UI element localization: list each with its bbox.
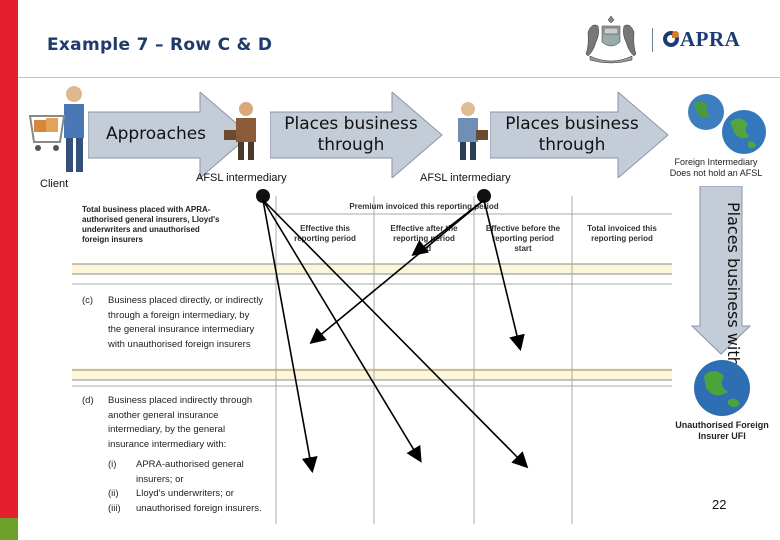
- row-d-i-line: insurers; or: [136, 473, 244, 488]
- row-total-line: foreign insurers: [82, 235, 220, 245]
- foreign-intermediary-label-line1: Foreign Intermediary: [660, 157, 772, 168]
- unauthorised-foreign-insurer-globe-icon: [692, 358, 752, 418]
- foreign-intermediary-globes-icon: [682, 92, 774, 156]
- row-total-text: Total business placed with APRA- authori…: [82, 205, 220, 245]
- client-label: Client: [40, 178, 68, 190]
- ufi-label-line2: Insurer UFI: [672, 431, 772, 442]
- col-effective-before-header: Effective before the reporting period st…: [476, 224, 570, 254]
- col-total-invoiced-header: Total invoiced this reporting period: [574, 224, 670, 244]
- places-with-label: Places business with: [723, 202, 743, 332]
- afsl-intermediary-label-1: AFSL intermediary: [196, 172, 287, 184]
- slide-title: Example 7 – Row C & D: [47, 35, 272, 55]
- afsl-intermediary-label-2: AFSL intermediary: [420, 172, 511, 184]
- row-d-line: intermediary, by the general: [108, 423, 252, 438]
- row-d-i-label: (i): [108, 458, 116, 473]
- row-c-line: the general insurance intermediary: [108, 323, 263, 338]
- afsl-intermediary-icon-1: [222, 100, 266, 162]
- afsl-intermediary-icon-2: [446, 100, 490, 162]
- row-d-i-text: APRA-authorised general insurers; or: [136, 458, 244, 487]
- col-header-line: Total invoiced this: [574, 224, 670, 234]
- left-accent-bar-bottom: [0, 518, 18, 540]
- places-through-label-1: Places business through: [276, 114, 426, 156]
- foreign-intermediary-label-line2: Does not hold an AFSL: [660, 168, 772, 179]
- header-divider: [18, 77, 780, 78]
- col-header-line: Effective this: [278, 224, 372, 234]
- apra-logo: APRA: [663, 27, 740, 52]
- row-d-line: another general insurance: [108, 409, 252, 424]
- premium-invoiced-header: Premium invoiced this reporting period: [276, 202, 572, 212]
- row-c-line: through a foreign intermediary, by: [108, 309, 263, 324]
- row-d-iii-text: unauthorised foreign insurers.: [136, 502, 262, 517]
- col-header-line: Effective before the: [476, 224, 570, 234]
- row-d-ii-text: Lloyd's underwriters; or: [136, 487, 234, 502]
- row-total-line: underwriters and unauthorised: [82, 225, 220, 235]
- col-header-line: reporting period: [278, 234, 372, 244]
- places-through-label-2: Places business through: [496, 114, 648, 156]
- col-header-line: start: [476, 244, 570, 254]
- coat-of-arms-icon: [580, 14, 642, 64]
- row-d-iii-label: (iii): [108, 502, 121, 517]
- col-effective-this-header: Effective this reporting period: [278, 224, 372, 244]
- ufi-label-line1: Unauthorised Foreign: [672, 420, 772, 431]
- page-number: 22: [712, 497, 726, 512]
- row-c-line: with unauthorised foreign insurers: [108, 338, 263, 353]
- row-d-line: Business placed indirectly through: [108, 394, 252, 409]
- col-header-line: end: [376, 244, 472, 254]
- col-effective-after-header: Effective after the reporting period end: [376, 224, 472, 254]
- foreign-intermediary-label: Foreign Intermediary Does not hold an AF…: [660, 157, 772, 179]
- col-header-line: reporting period: [476, 234, 570, 244]
- row-d-i-line: APRA-authorised general: [136, 458, 244, 473]
- row-total-line: Total business placed with APRA-: [82, 205, 220, 215]
- col-header-line: Effective after the: [376, 224, 472, 234]
- reporting-form-excerpt: Total business placed with APRA- authori…: [72, 196, 672, 524]
- row-c-label: (c): [82, 294, 93, 309]
- logo-divider: [652, 28, 653, 52]
- left-accent-bar: [0, 0, 18, 540]
- col-header-line: reporting period: [376, 234, 472, 244]
- client-shopper-icon: [22, 82, 92, 178]
- row-c-text: Business placed directly, or indirectly …: [108, 294, 263, 352]
- row-total-line: authorised general insurers, Lloyd's: [82, 215, 220, 225]
- row-d-ii-label: (ii): [108, 487, 119, 502]
- apra-logo-text: APRA: [680, 27, 740, 51]
- approaches-label: Approaches: [96, 124, 216, 145]
- row-d-line: insurance intermediary with:: [108, 438, 252, 453]
- ufi-label: Unauthorised Foreign Insurer UFI: [672, 420, 772, 442]
- col-header-line: reporting period: [574, 234, 670, 244]
- apra-logo-mark-icon: [663, 31, 679, 47]
- row-d-label: (d): [82, 394, 94, 409]
- row-d-text: Business placed indirectly through anoth…: [108, 394, 252, 452]
- row-c-line: Business placed directly, or indirectly: [108, 294, 263, 309]
